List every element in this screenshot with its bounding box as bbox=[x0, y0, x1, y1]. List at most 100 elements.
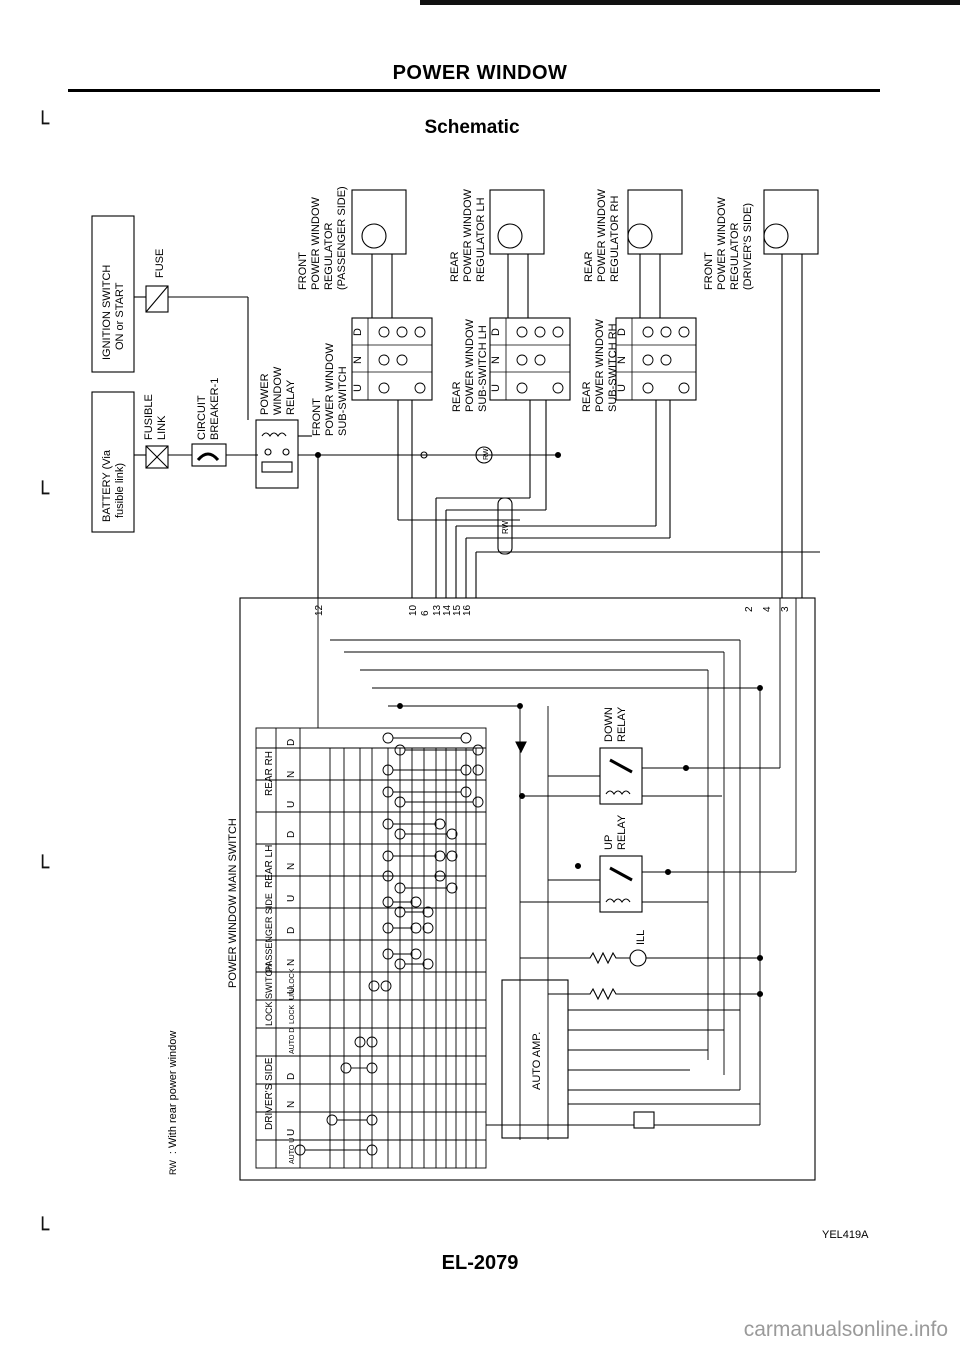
watermark: carmanualsonline.info bbox=[743, 1318, 948, 1341]
col-label: AUTO D bbox=[289, 1028, 296, 1054]
terminal-number: 3 bbox=[780, 606, 791, 612]
rw-badge-icon bbox=[475, 446, 493, 464]
col-label: D bbox=[286, 739, 297, 746]
motor-icon bbox=[497, 223, 523, 249]
col-label: LOCK bbox=[289, 1005, 296, 1024]
col-label: N bbox=[286, 959, 297, 966]
fuse-label: FUSE bbox=[154, 249, 166, 278]
fuse-icon bbox=[145, 285, 169, 313]
terminal-number: 15 bbox=[452, 604, 463, 616]
page-title: POWER WINDOW bbox=[392, 62, 568, 84]
auto-amp-box bbox=[501, 979, 569, 1139]
motor-icon bbox=[627, 223, 653, 249]
col-label: D bbox=[286, 831, 297, 838]
fusible-link-label: FUSIBLELINK bbox=[143, 394, 168, 440]
power-window-relay bbox=[255, 419, 299, 489]
up-relay bbox=[599, 855, 643, 913]
front-regulator-driver-label: FRONTPOWER WINDOWREGULATOR(DRIVER'S SIDE… bbox=[703, 197, 754, 290]
front-sub-switch-box bbox=[351, 317, 433, 401]
col-label: D bbox=[286, 1073, 297, 1080]
illumination-lamp-icon bbox=[629, 949, 647, 967]
main-switch-label: POWER WINDOW MAIN SWITCH bbox=[227, 818, 239, 988]
binder-mark-icon: └ bbox=[36, 482, 50, 507]
terminal-number: 6 bbox=[420, 610, 431, 616]
ill-label: ILL bbox=[635, 930, 647, 945]
col-label: N bbox=[286, 1101, 297, 1108]
front-sub-switch-label: FRONTPOWER WINDOWSUB-SWITCH bbox=[311, 343, 349, 436]
col-label: N bbox=[286, 863, 297, 870]
diode-icon bbox=[515, 741, 527, 754]
motor-icon bbox=[763, 223, 789, 249]
ground-connector-icon bbox=[633, 1111, 655, 1129]
col-label: UN-LOCK bbox=[289, 968, 296, 1000]
top-edge-bar bbox=[420, 0, 960, 5]
main-switch-box bbox=[239, 597, 816, 1181]
col-label: D bbox=[286, 927, 297, 934]
page-subtitle: Schematic bbox=[424, 117, 520, 138]
col-label: N bbox=[286, 771, 297, 778]
front-regulator-passenger-label: FRONTPOWER WINDOWREGULATOR(PASSENGER SID… bbox=[297, 186, 348, 290]
title-rule bbox=[68, 89, 880, 92]
front-regulator-driver bbox=[763, 189, 819, 255]
terminal-number: 13 bbox=[432, 604, 443, 616]
rear-regulator-lh-label: REARPOWER WINDOWREGULATOR LH bbox=[449, 189, 487, 282]
group-label-passenger-side: PASSENGER SIDE bbox=[264, 893, 274, 972]
group-label-drivers-side: DRIVER'S SIDE bbox=[264, 1057, 275, 1130]
main-switch-grid bbox=[255, 727, 487, 1169]
sub-switch-col-label: D bbox=[490, 328, 502, 336]
rear-lh-sub-switch-label: REARPOWER WINDOWSUB-SWITCH LH bbox=[451, 319, 489, 412]
terminal-number: 16 bbox=[462, 604, 473, 616]
sub-switch-col-label: D bbox=[352, 328, 364, 336]
col-label: U bbox=[286, 987, 297, 994]
terminal-number: 2 bbox=[744, 606, 755, 612]
ignition-switch-box bbox=[91, 215, 135, 373]
col-label: AUTO U bbox=[289, 1138, 296, 1164]
relay-label: POWERWINDOWRELAY bbox=[259, 366, 297, 415]
sub-switch-col-label: N bbox=[616, 356, 628, 364]
fusible-link-icon bbox=[145, 445, 169, 469]
terminal-number: 14 bbox=[442, 604, 453, 616]
sub-switch-col-label: N bbox=[490, 356, 502, 364]
rear-rh-sub-switch-box bbox=[615, 317, 697, 401]
col-label: U bbox=[286, 801, 297, 808]
rear-regulator-rh bbox=[627, 189, 683, 255]
battery-box bbox=[91, 391, 135, 533]
rear-rh-sub-switch-label: REARPOWER WINDOWSUB-SWITCH RH bbox=[581, 319, 619, 412]
sub-switch-col-label: U bbox=[616, 384, 628, 392]
sub-switch-col-label: U bbox=[490, 384, 502, 392]
resistor-icon bbox=[548, 987, 760, 1001]
terminal-number: 4 bbox=[762, 606, 773, 612]
group-label-lock-switch: LOCK SWITCH bbox=[264, 963, 274, 1026]
front-regulator-passenger bbox=[351, 189, 407, 255]
page-number: EL-2079 bbox=[441, 1252, 519, 1274]
rear-lh-sub-switch-box bbox=[489, 317, 571, 401]
binder-mark-icon: └ bbox=[36, 1218, 50, 1243]
resistor-icon bbox=[520, 951, 630, 965]
binder-mark-icon: └ bbox=[36, 112, 50, 137]
down-relay bbox=[599, 747, 643, 805]
binder-mark-icon: └ bbox=[36, 856, 50, 881]
terminal-number: 10 bbox=[408, 604, 419, 616]
col-label: U bbox=[286, 1129, 297, 1136]
group-label-rear-lh: REAR LH bbox=[264, 845, 275, 888]
rw-note: RW: With rear power window bbox=[167, 1031, 179, 1175]
auto-amp-label: AUTO AMP. bbox=[531, 1032, 543, 1090]
col-label: U bbox=[286, 895, 297, 902]
up-relay-label: UPRELAY bbox=[603, 814, 628, 850]
switch-contacts bbox=[294, 732, 484, 1156]
terminal-number: 12 bbox=[314, 604, 325, 616]
group-label-rear-rh: REAR RH bbox=[264, 751, 275, 796]
rear-regulator-lh bbox=[489, 189, 545, 255]
diagram-code: YEL419A bbox=[822, 1229, 869, 1241]
circuit-breaker-label: CIRCUITBREAKER-1 bbox=[196, 378, 221, 440]
rw-connector-label: RW bbox=[501, 520, 510, 534]
sub-switch-col-label: U bbox=[352, 384, 364, 392]
rw-badge-label: RW bbox=[483, 448, 490, 460]
sub-switch-col-label: N bbox=[352, 356, 364, 364]
down-relay-label: DOWNRELAY bbox=[603, 706, 628, 742]
battery-label: BATTERY (Viafusible link) bbox=[101, 449, 126, 522]
ignition-switch-label: IGNITION SWITCHON or START bbox=[101, 265, 126, 360]
rw-connector bbox=[497, 497, 513, 555]
sub-switch-col-label: D bbox=[616, 328, 628, 336]
